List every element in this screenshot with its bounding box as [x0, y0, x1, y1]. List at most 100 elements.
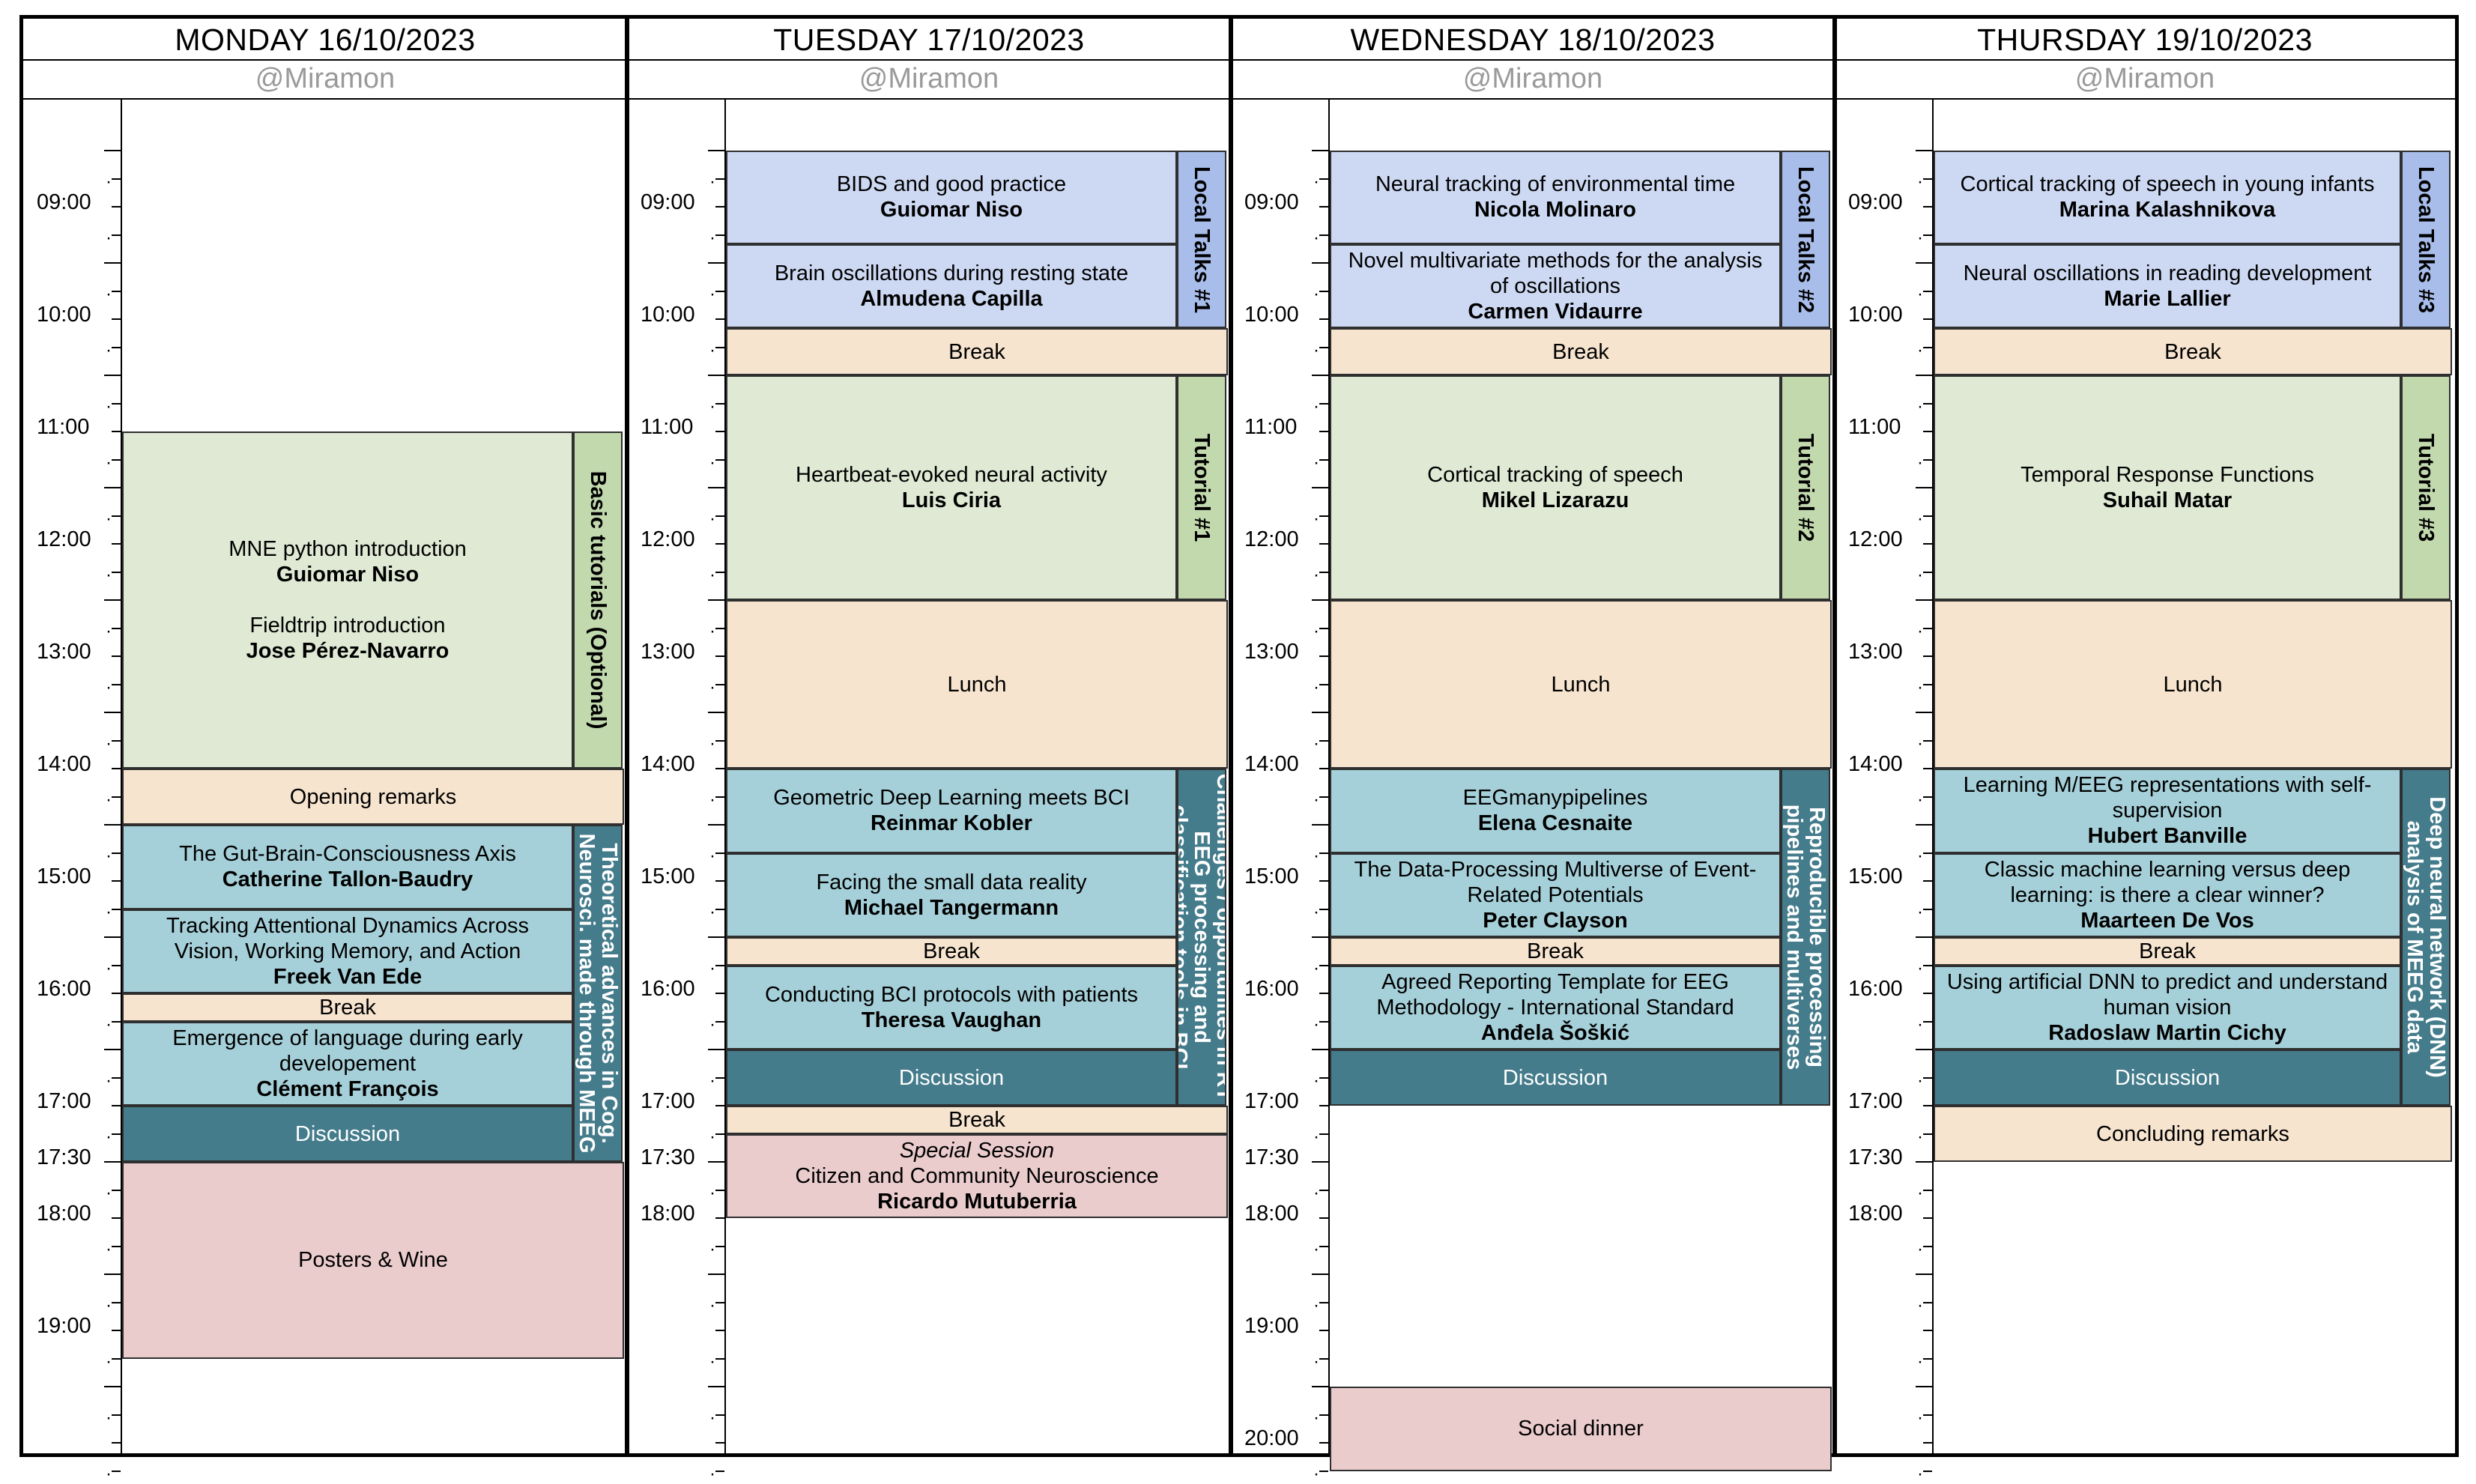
time-dot: ·	[106, 1070, 112, 1091]
time-tick	[715, 1470, 724, 1472]
session-track-label: Tutorial #1	[1177, 375, 1226, 600]
schedule-event[interactable]: Break	[122, 993, 573, 1022]
schedule-event[interactable]: Lunch	[726, 600, 1228, 769]
time-label: 09:00	[37, 190, 91, 214]
day-column: THURSDAY 19/10/2023@Miramon·············…	[1832, 19, 2455, 1483]
schedule-event[interactable]: Break	[1934, 328, 2452, 375]
time-label: 13:00	[37, 640, 91, 664]
schedule-event[interactable]: Break	[1330, 328, 1832, 375]
session-track-text: Tutorial #1	[1190, 433, 1214, 542]
day-title: THURSDAY 19/10/2023	[1835, 19, 2455, 61]
schedule-event[interactable]: Discussion	[1934, 1050, 2401, 1106]
time-tick	[1916, 1273, 1932, 1275]
time-tick	[112, 1217, 121, 1219]
time-dot: ·	[1917, 957, 1923, 978]
time-tick	[1319, 880, 1328, 882]
session-track-text: Reproducible processing pipelines and mu…	[1782, 804, 1829, 1070]
time-tick	[715, 1330, 724, 1331]
time-tick	[1312, 1386, 1328, 1387]
time-dot: ·	[1917, 396, 1923, 417]
schedule-event[interactable]: Emergence of language during early devel…	[122, 1021, 573, 1106]
time-tick	[715, 346, 724, 348]
event-title: Social dinner	[1518, 1417, 1644, 1441]
time-dot: ·	[709, 1238, 715, 1259]
time-tick	[1923, 993, 1932, 994]
day-title: WEDNESDAY 18/10/2023	[1231, 19, 1835, 61]
schedule-event[interactable]: Break	[1934, 937, 2401, 966]
session-track-text: Local Talks #3	[2414, 166, 2438, 313]
schedule-event[interactable]: Discussion	[122, 1106, 573, 1162]
schedule-event[interactable]: Neural oscillations in reading developme…	[1934, 243, 2401, 328]
time-dot: ·	[106, 1182, 112, 1203]
event-title: Classic machine learning versus deep lea…	[1984, 857, 2351, 907]
schedule-event[interactable]: Break	[726, 328, 1228, 375]
schedule-event[interactable]: The Data-Processing Multiverse of Event-…	[1330, 852, 1781, 937]
schedule-event[interactable]: Posters & Wine	[122, 1162, 624, 1359]
time-dot: ·	[709, 676, 715, 697]
schedule-event[interactable]: Break	[726, 1106, 1228, 1134]
time-label: 13:00	[1244, 640, 1299, 664]
time-tick	[1312, 712, 1328, 713]
time-tick	[112, 1301, 121, 1303]
schedule-event[interactable]: Discussion	[726, 1050, 1177, 1106]
time-tick	[715, 768, 724, 769]
schedule-event[interactable]: Discussion	[1330, 1050, 1781, 1106]
day-column: TUESDAY 17/10/2023@Miramon··············…	[625, 19, 1231, 1483]
schedule-event[interactable]: Break	[1330, 937, 1781, 966]
schedule-event[interactable]: Lunch	[1330, 600, 1832, 769]
venue-label: @Miramon	[1231, 59, 1835, 100]
day-separator	[1832, 19, 1837, 1453]
event-speaker: Hubert Banville	[2087, 824, 2248, 849]
time-tick	[715, 402, 724, 405]
schedule-event[interactable]: Cortical tracking of speech in young inf…	[1934, 151, 2401, 244]
time-dot: ·	[106, 1351, 112, 1372]
schedule-event[interactable]: Novel multivariate methods for the analy…	[1330, 243, 1781, 328]
schedule-event[interactable]: Tracking Attentional Dynamics Across Vis…	[122, 909, 573, 993]
session-track-text: Basic tutorials (Optional)	[586, 470, 610, 730]
event-title: Using artificial DNN to predict and unde…	[1946, 969, 2388, 1020]
schedule-event[interactable]: Concluding remarks	[1934, 1106, 2452, 1162]
session-track-text: Theoretical advances in Cog. Neurosci. m…	[575, 833, 621, 1154]
time-tick	[112, 908, 121, 910]
time-tick	[1319, 1442, 1328, 1444]
time-tick	[1319, 1133, 1328, 1135]
schedule-event[interactable]: Break	[726, 937, 1177, 966]
time-tick	[1319, 571, 1328, 573]
time-tick	[1923, 571, 1932, 573]
time-tick	[1923, 627, 1932, 629]
schedule-event[interactable]: Using artificial DNN to predict and unde…	[1934, 965, 2401, 1050]
schedule-event[interactable]: Opening remarks	[122, 769, 624, 825]
time-label: 11:00	[641, 415, 694, 439]
schedule-event[interactable]: Lunch	[1934, 600, 2452, 769]
schedule-event[interactable]: Agreed Reporting Template for EEG Method…	[1330, 965, 1781, 1050]
schedule-event[interactable]: Social dinner	[1330, 1387, 1832, 1471]
time-tick	[112, 1105, 121, 1106]
time-label: 17:30	[1244, 1145, 1299, 1169]
event-title: Discussion	[898, 1065, 1005, 1090]
schedule-event[interactable]: Learning M/EEG representations with self…	[1934, 769, 2401, 853]
event-speaker: Guiomar Niso	[276, 563, 420, 587]
time-dot: ·	[1917, 283, 1923, 304]
schedule-grid: MONDAY 16/10/2023@Miramon···············…	[19, 15, 2459, 1483]
time-dot: ·	[106, 845, 112, 866]
time-dot: ·	[1313, 339, 1319, 360]
schedule-event[interactable]: Classic machine learning versus deep lea…	[1934, 852, 2401, 937]
time-tick	[1312, 262, 1328, 264]
time-tick	[1319, 1301, 1328, 1303]
event-speaker: Jose Pérez-Navarro	[246, 639, 450, 663]
